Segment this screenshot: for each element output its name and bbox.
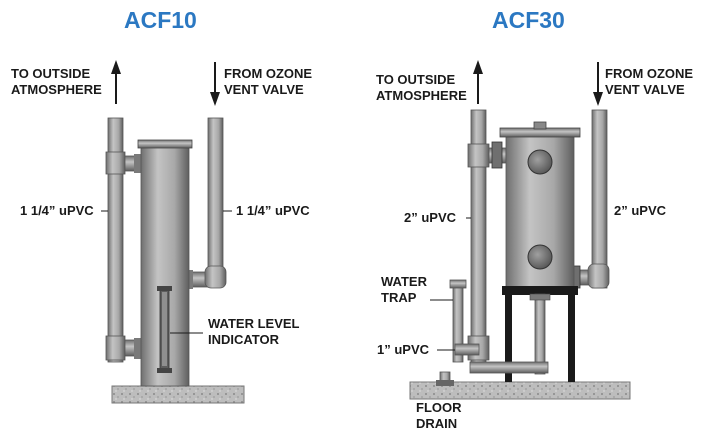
acf30-lower-port bbox=[527, 244, 553, 270]
acf30-title: ACF30 bbox=[492, 7, 565, 33]
acf10-outlet-arrow bbox=[111, 60, 121, 104]
acf30-drain-piping bbox=[436, 279, 551, 386]
acf30-left-pipe-label: 2” uPVC bbox=[404, 210, 457, 225]
acf30-diagram bbox=[409, 60, 631, 400]
acf10-inlet-arrow bbox=[210, 62, 220, 106]
acf30-floor bbox=[409, 381, 631, 400]
acf30-upper-port bbox=[527, 149, 553, 175]
acf10-right-pipe-label: 1 1/4” uPVC bbox=[236, 203, 310, 218]
acf10-floor bbox=[111, 385, 245, 404]
acf10-title: ACF10 bbox=[124, 7, 197, 33]
acf30-right-pipe-label: 2” uPVC bbox=[614, 203, 667, 218]
acf10-inlet-pipe bbox=[207, 117, 224, 283]
acf10-left-pipe-label: 1 1/4” uPVC bbox=[20, 203, 94, 218]
acf30-outlet-arrow bbox=[473, 60, 483, 104]
acf30-stand bbox=[502, 286, 578, 382]
drain-pipe-label: 1” uPVC bbox=[377, 342, 430, 357]
acf10-diagram bbox=[101, 60, 245, 404]
acf10-outlet-pipe bbox=[107, 117, 124, 363]
acf30-inlet-pipe bbox=[591, 109, 608, 289]
acf30-inlet-arrow bbox=[593, 62, 603, 106]
